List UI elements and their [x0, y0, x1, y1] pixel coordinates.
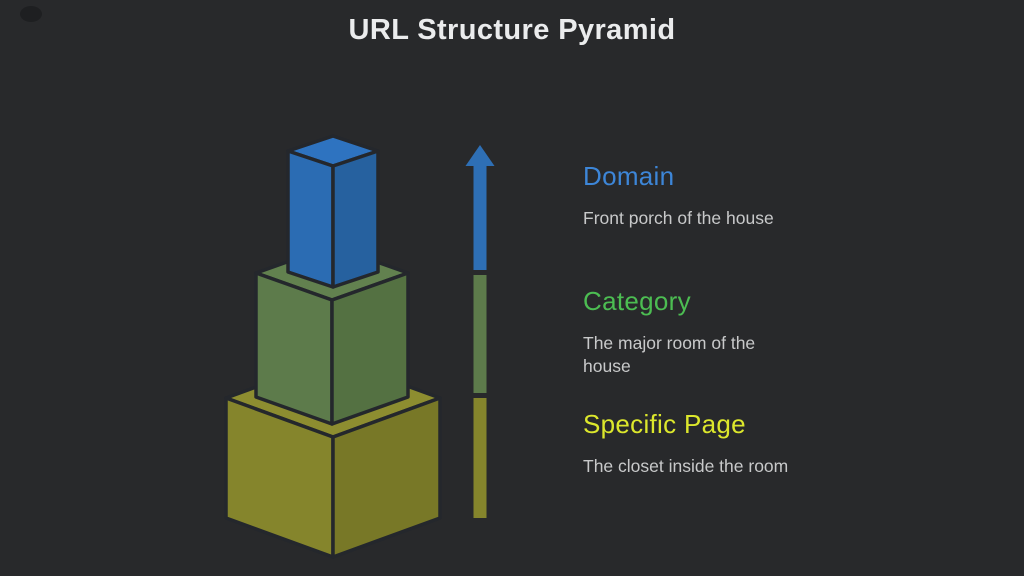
arrow-segment-domain	[473, 162, 487, 270]
legend-group-domain: Domain Front porch of the house	[583, 161, 823, 230]
legend-group-category: Category The major room of the house	[583, 286, 823, 379]
arrow-segment-specific-page	[473, 398, 487, 518]
page-title: URL Structure Pyramid	[348, 14, 676, 46]
corner-dot	[20, 6, 42, 22]
legend: Domain Front porch of the house Category…	[583, 0, 843, 576]
legend-label-domain: Domain	[583, 161, 675, 191]
arrow-segment-category	[473, 275, 487, 393]
box-domain-right-face	[331, 149, 380, 289]
legend-description-specific-page: The closet inside the room	[583, 456, 789, 477]
box-category-left-face	[254, 271, 334, 426]
box-specific-page-right-face	[331, 396, 442, 559]
legend-label-specific-page: Specific Page	[583, 409, 746, 439]
legend-description-domain: Front porch of the house	[583, 208, 774, 229]
legend-label-category: Category	[583, 286, 691, 316]
box-domain	[286, 134, 380, 289]
legend-description-category: The major room of the house	[583, 333, 756, 377]
legend-group-specific-page: Specific Page The closet inside the room	[583, 409, 823, 478]
upward-arrow	[465, 145, 495, 518]
box-category-right-face	[330, 271, 410, 426]
box-domain-left-face	[286, 149, 335, 289]
arrow-head-icon	[465, 145, 495, 166]
